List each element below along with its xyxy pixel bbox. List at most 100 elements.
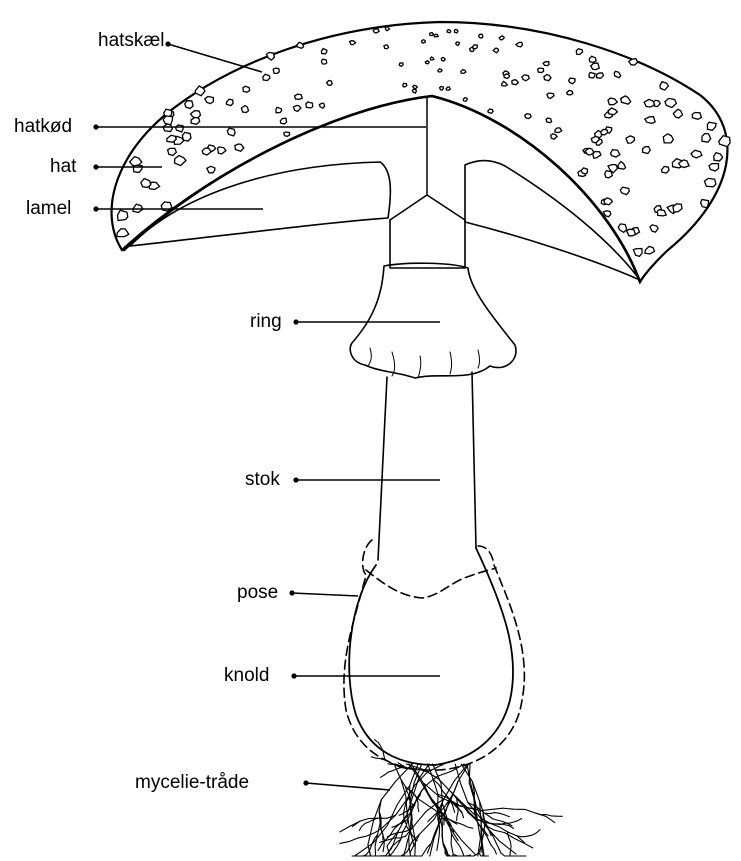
ring-folds bbox=[368, 348, 480, 378]
cap-wart bbox=[643, 147, 651, 154]
cap-wart bbox=[601, 129, 608, 135]
cap-wart bbox=[504, 74, 510, 78]
cap-wart bbox=[207, 166, 215, 173]
cap-wart bbox=[384, 45, 389, 49]
cap-wart bbox=[163, 116, 173, 125]
cap-wart bbox=[525, 114, 531, 119]
cap-wart bbox=[627, 229, 636, 236]
label-text-lamel: lamel bbox=[26, 198, 71, 219]
leader-line bbox=[292, 593, 358, 596]
mycelium-roots bbox=[340, 740, 562, 856]
cap-wart bbox=[522, 75, 529, 81]
cap-wart bbox=[692, 113, 701, 120]
cap-wart bbox=[422, 40, 426, 43]
cap-wart bbox=[438, 69, 442, 72]
cap-wart bbox=[479, 34, 483, 38]
cap-wart bbox=[455, 29, 458, 33]
cap-wart bbox=[626, 136, 635, 143]
cap-wart bbox=[538, 68, 544, 73]
cap-wart bbox=[295, 94, 303, 99]
cap-wart bbox=[276, 107, 282, 113]
label-mycelie: mycelie-tråde bbox=[135, 772, 390, 793]
stem-shaft bbox=[378, 372, 476, 560]
label-text-pose: pose bbox=[237, 582, 278, 603]
mycelium-thread bbox=[457, 799, 459, 821]
cap-wart bbox=[544, 75, 551, 81]
cap-wart bbox=[488, 109, 493, 113]
cap-wart bbox=[581, 168, 587, 174]
stem bbox=[344, 220, 524, 770]
cap-wart bbox=[263, 74, 270, 80]
cap-wart bbox=[403, 83, 407, 87]
cap-wart bbox=[430, 33, 434, 36]
cap-wart bbox=[589, 73, 595, 79]
cap-flesh-cut bbox=[390, 98, 465, 220]
cap-wart bbox=[118, 210, 128, 220]
mycelium-thread bbox=[503, 808, 555, 822]
cap-wart bbox=[447, 30, 451, 33]
cap-wart bbox=[473, 45, 478, 49]
label-text-hatskael: hatskæl bbox=[98, 30, 165, 51]
cap-wart bbox=[227, 99, 234, 105]
cap-wart bbox=[446, 87, 450, 90]
cap-wart bbox=[543, 62, 549, 66]
label-text-stok: stok bbox=[245, 469, 280, 490]
cap-wart bbox=[569, 78, 575, 84]
cap-wart bbox=[597, 73, 604, 79]
cap-wart bbox=[430, 57, 434, 60]
cap-wart bbox=[440, 87, 444, 91]
cap-wart bbox=[441, 58, 445, 62]
cap-wart bbox=[399, 63, 403, 66]
cap-wart bbox=[589, 56, 596, 62]
label-text-knold: knold bbox=[224, 665, 269, 686]
leader-line bbox=[306, 783, 390, 790]
ring-shape bbox=[350, 263, 516, 378]
cap-wart bbox=[412, 89, 416, 93]
label-pose: pose bbox=[237, 582, 358, 603]
cap-wart bbox=[413, 85, 418, 89]
cap-wart bbox=[701, 200, 709, 208]
cap-wart bbox=[191, 117, 200, 124]
leader-line bbox=[168, 44, 262, 72]
cap-wart bbox=[591, 63, 600, 70]
cap-wart bbox=[456, 42, 460, 45]
mycelium-thread bbox=[501, 853, 526, 856]
cap-wart bbox=[709, 164, 719, 171]
label-text-hatkoed: hatkød bbox=[14, 116, 72, 137]
cap-wart bbox=[350, 41, 356, 45]
cap-wart bbox=[644, 99, 655, 107]
mycelium-thread bbox=[517, 830, 540, 837]
cap-wart bbox=[605, 171, 613, 178]
cap-wart bbox=[702, 134, 711, 143]
label-knold: knold bbox=[224, 665, 440, 686]
cap-wart bbox=[567, 90, 573, 95]
cap-wart bbox=[297, 42, 304, 48]
cap-wart bbox=[546, 118, 552, 123]
cap-wart bbox=[321, 59, 326, 64]
cap-wart bbox=[611, 150, 620, 157]
cap-wart bbox=[555, 128, 562, 133]
label-hatskael: hatskæl bbox=[98, 30, 262, 72]
cap-wart bbox=[463, 98, 467, 102]
cap-wart bbox=[704, 178, 716, 186]
stem-top bbox=[390, 220, 465, 268]
cap-wart bbox=[284, 132, 290, 136]
cap-wart bbox=[241, 106, 248, 113]
cap-wart bbox=[319, 103, 324, 108]
cap-wart bbox=[227, 128, 235, 136]
cap-wart bbox=[691, 150, 702, 158]
cap-wart bbox=[385, 27, 389, 31]
bulb bbox=[349, 548, 513, 765]
cap-wart bbox=[434, 34, 438, 37]
cap-wart bbox=[512, 80, 519, 85]
cap-wart bbox=[243, 86, 250, 92]
volva bbox=[344, 540, 524, 770]
cap-wart bbox=[327, 81, 333, 86]
cap-wart bbox=[182, 132, 191, 141]
cap-wart bbox=[321, 49, 326, 54]
cap-wart bbox=[185, 101, 193, 109]
cap-wart bbox=[273, 68, 279, 74]
cap-wart bbox=[657, 210, 666, 216]
cap-wart bbox=[425, 61, 429, 64]
